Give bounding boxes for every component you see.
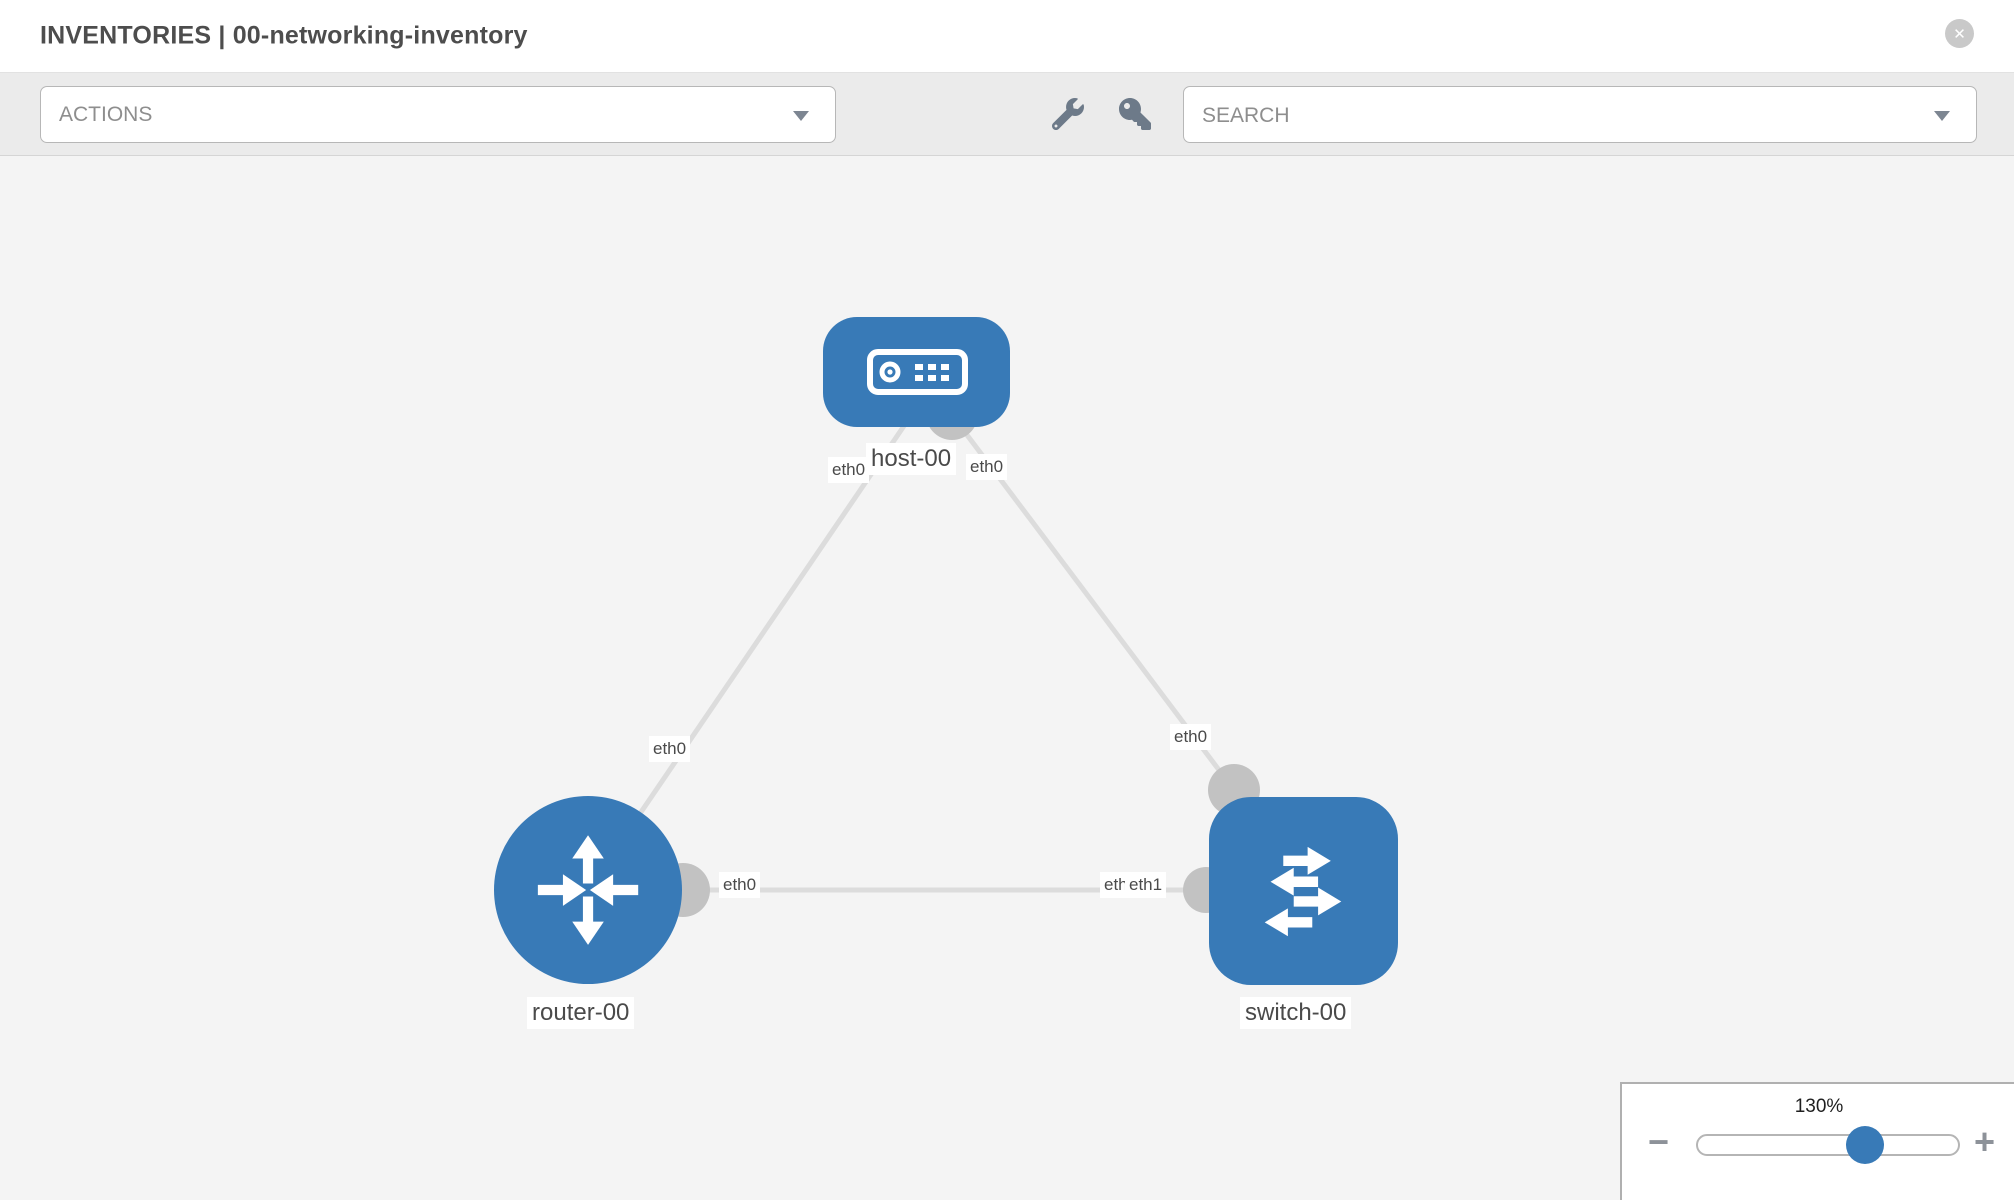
router-icon <box>537 835 639 945</box>
node-label-host: host-00 <box>866 443 957 475</box>
toolbar: ACTIONS <box>0 73 2014 156</box>
switch-node[interactable] <box>1209 797 1398 985</box>
zoom-slider[interactable] <box>1696 1126 1960 1164</box>
header: INVENTORIES | 00-networking-inventory ✕ <box>0 0 2014 73</box>
switch-icon <box>1264 846 1342 937</box>
zoom-out-button[interactable]: − <box>1648 1121 1670 1162</box>
node-label-router: router-00 <box>527 997 635 1029</box>
search-dropdown[interactable] <box>1183 86 1977 144</box>
interface-label-switch-middle-back: eth0 <box>1100 872 1129 898</box>
key-icon[interactable] <box>1119 98 1151 130</box>
close-button[interactable]: ✕ <box>1945 19 1974 48</box>
interface-label-router-upper: eth0 <box>649 736 691 762</box>
interface-label-switch-middle-front: eth1 <box>1125 872 1167 898</box>
zoom-in-button[interactable]: + <box>1974 1121 1996 1162</box>
host-node[interactable] <box>823 317 1010 427</box>
wrench-icon[interactable] <box>1051 98 1084 131</box>
topology-graph <box>494 317 1398 985</box>
host-icon <box>867 349 968 395</box>
close-icon: ✕ <box>1953 25 1966 43</box>
search-input[interactable] <box>1184 87 1936 144</box>
chevron-down-icon <box>1934 110 1950 121</box>
actions-dropdown[interactable]: ACTIONS <box>40 86 836 143</box>
interface-label-switch-upper: eth0 <box>1170 724 1212 750</box>
chevron-down-icon <box>793 110 809 121</box>
actions-dropdown-label: ACTIONS <box>59 102 153 126</box>
topology-canvas[interactable]: host-00 router-00 switch-00 eth0 eth0 et… <box>0 156 2014 1200</box>
router-node[interactable] <box>494 796 682 984</box>
page-title: INVENTORIES | 00-networking-inventory <box>40 21 528 50</box>
zoom-slider-handle[interactable] <box>1846 1126 1884 1164</box>
interface-label-host-right: eth0 <box>966 454 1008 480</box>
interface-label-host-left: eth0 <box>828 457 870 483</box>
interface-label-router-middle: eth0 <box>719 872 761 898</box>
node-label-switch: switch-00 <box>1240 997 1352 1029</box>
link-router-host <box>585 418 911 892</box>
zoom-panel: 130% − + <box>1620 1082 2014 1200</box>
zoom-level: 130% <box>1794 1096 1844 1117</box>
